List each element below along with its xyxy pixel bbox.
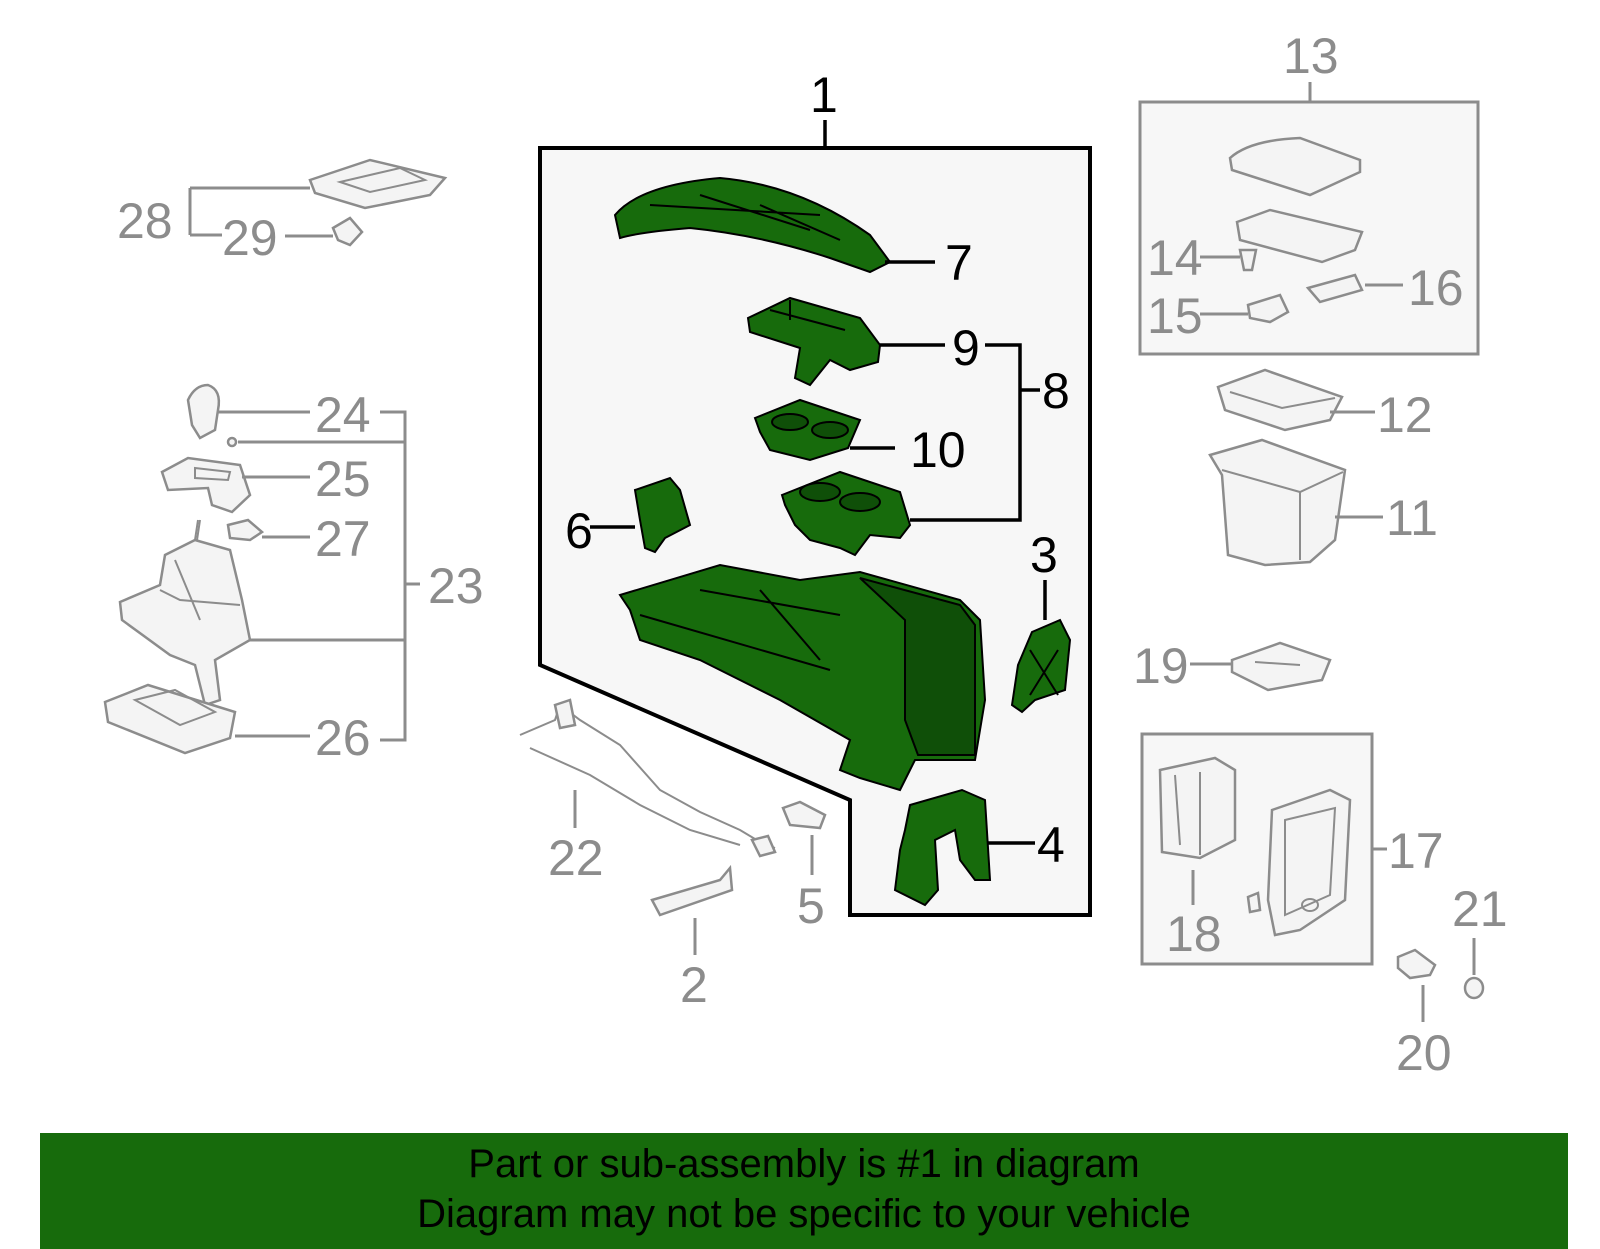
callout-21[interactable]: 21 <box>1452 881 1508 937</box>
callout-24[interactable]: 24 <box>315 387 371 443</box>
leader-28 <box>188 186 310 237</box>
callout-9[interactable]: 9 <box>952 320 980 376</box>
callout-5[interactable]: 5 <box>797 878 825 934</box>
callout-29[interactable]: 29 <box>222 210 278 266</box>
part-24-knob[interactable] <box>186 383 221 440</box>
callout-11[interactable]: 11 <box>1386 490 1438 546</box>
callout-12[interactable]: 12 <box>1377 387 1433 443</box>
part-26-plate[interactable] <box>103 683 237 755</box>
callout-8[interactable]: 8 <box>1042 363 1070 419</box>
part-16-latch[interactable] <box>1305 273 1364 304</box>
part-27-sensor[interactable] <box>226 518 265 542</box>
callout-19[interactable]: 19 <box>1133 638 1189 694</box>
part-3-bracket[interactable] <box>1010 618 1072 714</box>
part-25-boot[interactable] <box>160 456 252 514</box>
part-11-bin[interactable] <box>1208 438 1347 567</box>
disclaimer-banner: Part or sub-assembly is #1 in diagram Di… <box>40 1133 1568 1249</box>
callout-10[interactable]: 10 <box>910 422 966 478</box>
part-15-clip[interactable] <box>1246 293 1290 324</box>
callout-20[interactable]: 20 <box>1396 1025 1452 1081</box>
callout-15[interactable]: 15 <box>1147 288 1203 344</box>
part-12-tray[interactable] <box>1216 368 1344 432</box>
part-23-shifter[interactable] <box>118 519 252 707</box>
callout-28[interactable]: 28 <box>117 193 173 249</box>
part-17-clip[interactable] <box>1246 891 1262 914</box>
part-13-lid[interactable] <box>1228 136 1362 197</box>
callout-16[interactable]: 16 <box>1408 260 1464 316</box>
part-2-strip[interactable] <box>650 864 734 917</box>
part-6-bracket[interactable] <box>633 476 692 554</box>
part-14-screw[interactable] <box>1238 248 1258 272</box>
part-24-screw[interactable] <box>226 436 238 448</box>
banner-line-2: Diagram may not be specific to your vehi… <box>417 1192 1191 1236</box>
callout-14[interactable]: 14 <box>1147 230 1203 286</box>
callout-22[interactable]: 22 <box>548 830 604 886</box>
part-29-clip[interactable] <box>331 216 364 247</box>
callout-4[interactable]: 4 <box>1037 817 1065 873</box>
callout-23[interactable]: 23 <box>428 558 484 614</box>
leader-8-bracket <box>910 343 1022 522</box>
part-7-lid[interactable] <box>613 176 892 274</box>
banner-line-1: Part or sub-assembly is #1 in diagram <box>468 1142 1140 1186</box>
part-8-cupholder-base[interactable] <box>780 470 912 557</box>
callout-13[interactable]: 13 <box>1283 28 1339 84</box>
callout-7[interactable]: 7 <box>945 235 973 291</box>
callout-25[interactable]: 25 <box>315 451 371 507</box>
callout-2[interactable]: 2 <box>680 957 708 1013</box>
callout-1[interactable]: 1 <box>810 67 838 123</box>
part-20-plug[interactable] <box>1396 948 1437 980</box>
callout-26[interactable]: 26 <box>315 710 371 766</box>
part-1-console-body[interactable] <box>618 563 987 792</box>
part-22-harness[interactable] <box>519 698 777 858</box>
part-9-insert[interactable] <box>746 296 882 387</box>
callout-27[interactable]: 27 <box>315 511 371 567</box>
part-13-tray[interactable] <box>1235 208 1364 264</box>
callout-6[interactable]: 6 <box>565 503 593 559</box>
leader-23-bracket <box>380 410 420 742</box>
callout-3[interactable]: 3 <box>1030 527 1058 583</box>
part-18-bracket[interactable] <box>1158 756 1237 860</box>
part-21-clip[interactable] <box>1463 976 1485 1000</box>
callout-18[interactable]: 18 <box>1166 906 1222 962</box>
part-4-bracket[interactable] <box>893 788 992 907</box>
part-17-bezel[interactable] <box>1266 788 1352 937</box>
part-5-clip[interactable] <box>781 800 827 830</box>
part-28-plate[interactable] <box>308 158 448 210</box>
part-19-pad[interactable] <box>1230 641 1332 692</box>
part-10-cupholder[interactable] <box>753 398 862 462</box>
callout-17[interactable]: 17 <box>1388 823 1444 879</box>
